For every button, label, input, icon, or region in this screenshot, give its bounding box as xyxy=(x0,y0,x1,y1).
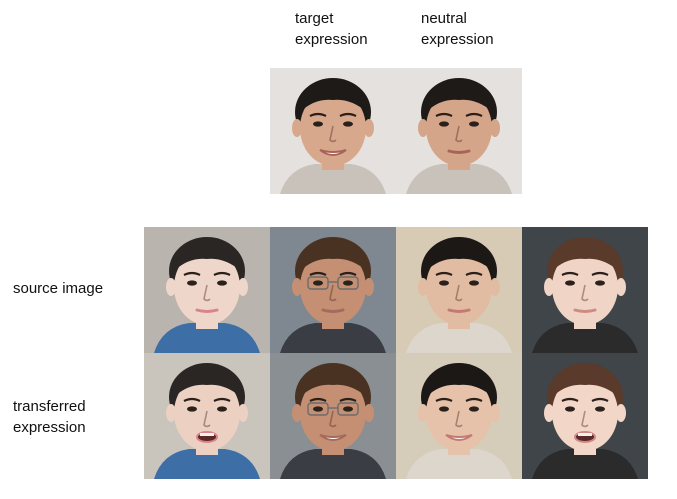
transferred-photo-4 xyxy=(522,353,648,479)
transferred-photo-2 xyxy=(270,353,396,479)
source-photo-2 xyxy=(270,227,396,353)
transferred-photo-3 xyxy=(396,353,522,479)
neutral-expression-photo xyxy=(396,68,522,194)
label-source-image: source image xyxy=(13,280,104,297)
source-photo-3 xyxy=(396,227,522,353)
source-photo-4 xyxy=(522,227,648,353)
source-photo-1 xyxy=(144,227,270,353)
transferred-photo-1 xyxy=(144,353,270,479)
target-expression-photo xyxy=(270,68,396,194)
